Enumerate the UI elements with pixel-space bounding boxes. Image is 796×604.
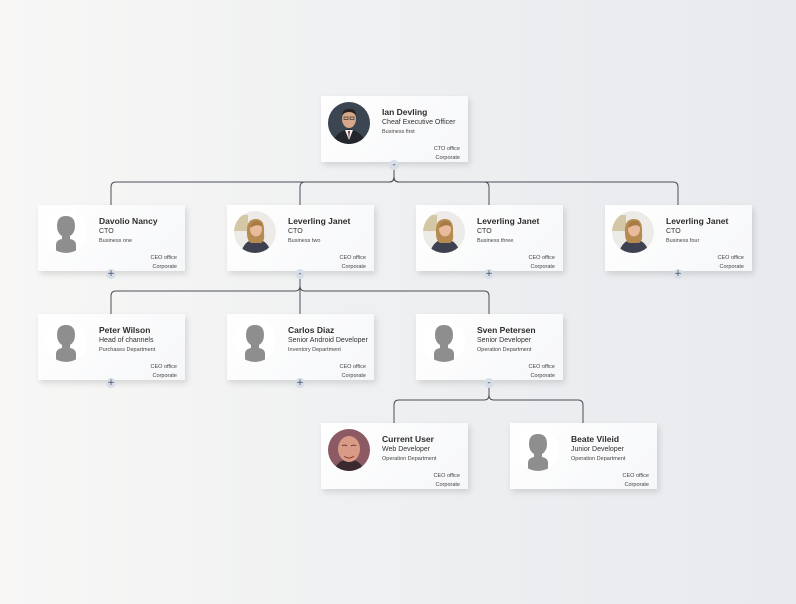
node-office: CEO office [622,473,650,479]
avatar [517,429,559,471]
node-title: CTO [666,228,681,235]
node-office: CTO office [433,146,460,152]
collapse-button[interactable]: - [484,378,494,388]
node-title: Junior Developer [571,446,624,453]
avatar [328,429,370,471]
avatar [423,211,465,253]
node-corporate: Corporate [152,373,177,379]
node-office: CEO office [528,364,556,370]
expand-button[interactable]: + [106,269,116,279]
link-sven-beate [488,380,584,423]
node-department: Business one [99,238,133,244]
node-corporate: Corporate [530,264,555,270]
node-title: Senior Developer [477,337,532,344]
node-title: CTO [288,228,303,235]
node-name: Davolio Nancy [99,216,158,226]
node-department: Operation Department [477,347,532,353]
node-title: Cheaf Executive Officer [382,119,456,126]
collapse-button[interactable]: - [389,160,399,170]
link-ian-lev3 [393,162,490,205]
node-department: Business four [666,238,700,244]
node-corporate: Corporate [719,264,744,270]
node-office: CEO office [433,473,461,479]
node-corporate: Corporate [341,264,366,270]
expand-button[interactable]: + [484,269,494,279]
node-name: Beate Vileid [571,434,620,444]
avatar [45,320,87,362]
node-name: Sven Petersen [477,325,536,335]
node-corporate: Corporate [341,373,366,379]
link-lev2-sven [299,271,490,314]
node-title: CTO [477,228,492,235]
node-department: Operation Department [382,456,437,462]
expand-button[interactable]: + [673,269,683,279]
link-ian-lev4 [393,162,679,205]
node-name: Leverling Janet [477,216,540,226]
node-title: Senior Android Developer [288,337,368,344]
node-department: Business first [382,129,415,135]
node-department: Purchases Department [99,347,156,353]
avatar [234,320,276,362]
avatar [612,211,654,253]
node-name: Carlos Diaz [288,325,335,335]
node-department: Business three [477,238,514,244]
node-corporate: Corporate [624,482,649,488]
node-office: CEO office [528,255,556,261]
expand-button[interactable]: + [295,378,305,388]
node-title: Head of channels [99,337,154,344]
node-department: Business two [288,238,321,244]
link-sven-current [393,380,490,423]
avatar [234,211,276,253]
node-name: Current User [382,434,434,444]
link-lev2-peter [110,271,301,314]
node-name: Peter Wilson [99,325,151,335]
node-department: Operation Department [571,456,626,462]
node-title: Web Developer [382,446,431,453]
node-name: Ian Devling [382,107,428,117]
avatar [328,102,370,144]
node-corporate: Corporate [435,482,460,488]
link-ian-lev2 [299,162,395,205]
node-name: Leverling Janet [288,216,351,226]
node-office: CEO office [717,255,745,261]
node-corporate: Corporate [152,264,177,270]
collapse-button[interactable]: - [295,269,305,279]
node-office: CEO office [339,255,367,261]
node-name: Leverling Janet [666,216,729,226]
link-ian-davolio [110,162,395,205]
node-office: CEO office [339,364,367,370]
avatar [423,320,465,362]
node-department: Inventory Department [288,347,341,353]
node-corporate: Corporate [530,373,555,379]
node-title: CTO [99,228,114,235]
node-corporate: Corporate [435,155,460,161]
expand-button[interactable]: + [106,378,116,388]
avatar [45,211,87,253]
node-office: CEO office [150,364,178,370]
node-office: CEO office [150,255,178,261]
